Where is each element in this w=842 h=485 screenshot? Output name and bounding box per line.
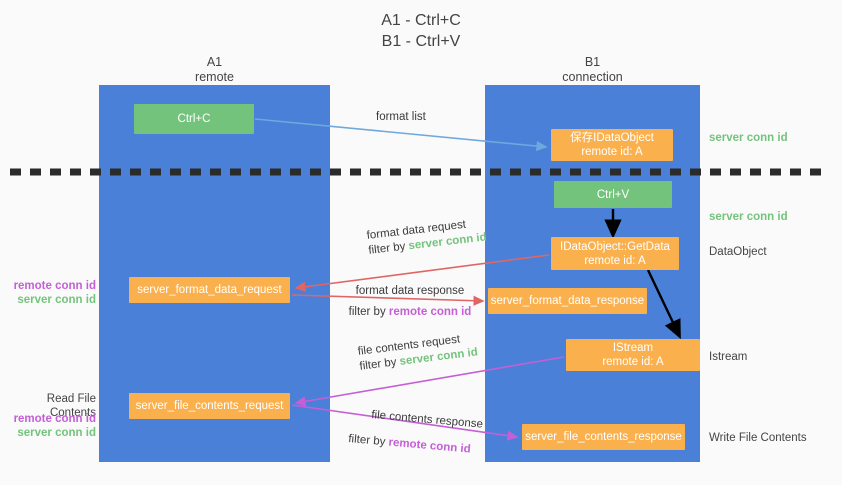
lane-header-a1: A1 remote — [99, 55, 330, 85]
node-save-idataobject[interactable]: 保存IDataObject remote id: A — [551, 129, 673, 161]
flow-label-format-data-response: format data response — [355, 285, 465, 297]
node-istream[interactable]: IStream remote id: A — [566, 339, 700, 371]
label-left-server-conn-id-bottom: server conn id — [17, 427, 96, 439]
filter-key-remote-conn-id: remote conn id — [387, 436, 472, 456]
label-left-read-file-contents: Read File Contents — [46, 393, 96, 419]
node-ctrl-v[interactable]: Ctrl+V — [554, 181, 672, 208]
node-istream-line2: remote id: A — [602, 356, 664, 368]
node-server-file-contents-response[interactable]: server_file_contents_response — [522, 424, 685, 450]
filter-prefix: filter by — [348, 306, 389, 318]
lane-b1-role: connection — [562, 70, 623, 84]
lane-a1-name: A1 — [206, 55, 223, 69]
flow-label-format-data-request: format data request filter by server con… — [366, 216, 488, 259]
node-save-idataobject-line2: remote id: A — [581, 146, 643, 158]
filter-prefix: filter by — [367, 240, 410, 257]
flow-label-format-data-response-filter: filter by remote conn id — [337, 305, 483, 320]
node-server-format-data-request[interactable]: server_format_data_request — [129, 277, 290, 303]
flow-label-format-list: format list — [376, 111, 426, 123]
flow-label-file-contents-request: file contents request filter by server c… — [357, 331, 479, 375]
node-save-idataobject-line1: 保存IDataObject — [570, 132, 654, 144]
node-server-format-data-response[interactable]: server_format_data_response — [488, 288, 647, 314]
filter-key-remote-conn-id: remote conn id — [388, 306, 472, 318]
node-server-format-data-request-label: server_format_data_request — [137, 284, 282, 296]
node-server-file-contents-response-label: server_file_contents_response — [525, 431, 682, 443]
node-idataobject-getdata-line1: IDataObject::GetData — [560, 240, 670, 253]
label-left-remote-conn-id-bottom: remote conn id — [13, 413, 96, 425]
label-right-server-conn-id-top: server conn id — [709, 132, 788, 144]
label-right-istream: Istream — [709, 351, 748, 363]
flow-label-file-contents-response-filter: filter by remote conn id — [348, 432, 472, 458]
diagram-title: A1 - Ctrl+C B1 - Ctrl+V — [0, 10, 842, 52]
node-ctrl-v-label: Ctrl+V — [596, 188, 630, 201]
node-ctrl-c-label: Ctrl+C — [177, 113, 211, 125]
lane-header-b1: B1 connection — [485, 55, 700, 85]
filter-prefix: filter by — [347, 432, 390, 449]
node-server-file-contents-request[interactable]: server_file_contents_request — [129, 393, 290, 419]
flow-label-file-contents-response: file contents response — [370, 408, 484, 431]
label-left-server-conn-id-top: server conn id — [17, 294, 96, 306]
title-line-1: A1 - Ctrl+C — [381, 12, 461, 29]
label-right-server-conn-id-mid: server conn id — [709, 211, 788, 223]
node-server-format-data-response-label: server_format_data_response — [490, 295, 645, 307]
node-idataobject-getdata-line2: remote id: A — [584, 254, 646, 267]
node-istream-line1: IStream — [612, 342, 654, 354]
lane-a1-role: remote — [195, 70, 234, 84]
label-right-write-file-contents: Write File Contents — [709, 432, 807, 444]
label-left-remote-conn-id-top: remote conn id — [13, 280, 96, 292]
label-right-dataobject: DataObject — [709, 246, 767, 258]
node-idataobject-getdata[interactable]: IDataObject::GetData remote id: A — [551, 237, 679, 270]
label-left-conn-ids-top: remote conn id server conn id — [8, 279, 96, 307]
title-line-2: B1 - Ctrl+V — [381, 33, 461, 50]
label-left-conn-ids-bottom: remote conn id server conn id — [8, 412, 96, 440]
node-server-file-contents-request-label: server_file_contents_request — [135, 400, 284, 412]
node-ctrl-c[interactable]: Ctrl+C — [134, 104, 254, 134]
lane-b1-name: B1 — [584, 55, 601, 69]
filter-prefix: filter by — [358, 355, 401, 373]
